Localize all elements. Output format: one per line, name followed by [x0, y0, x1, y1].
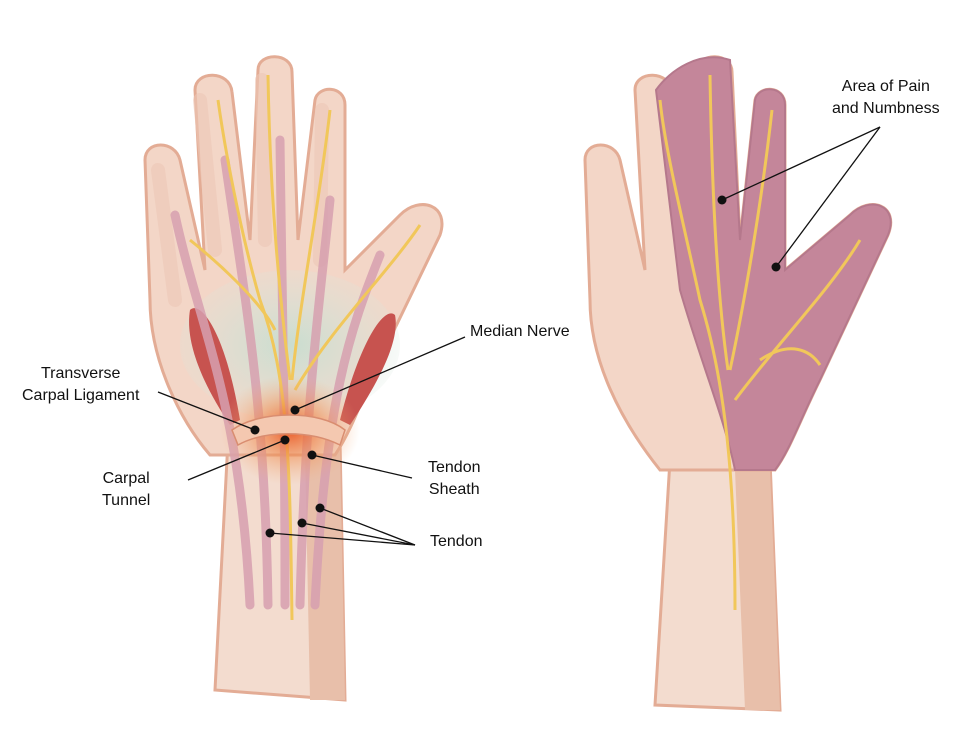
label-tendon: Tendon — [430, 533, 483, 550]
label-transverse-carpal-ligament: Transverse Carpal Ligament — [22, 363, 139, 407]
label-carpal-tunnel: Carpal Tunnel — [102, 468, 150, 512]
tendons — [170, 135, 385, 610]
nerves-right — [658, 74, 862, 611]
marker-dots — [250, 195, 781, 538]
left-hand-anatomy — [143, 55, 444, 702]
label-line: Carpal Ligament — [22, 387, 140, 404]
label-tendon-sheath: Tendon Sheath — [428, 457, 481, 501]
label-line: Tendon — [428, 459, 481, 476]
label-line: Sheath — [428, 481, 480, 498]
right-hand-affected — [583, 55, 893, 712]
label-median-nerve: Median Nerve — [470, 323, 570, 340]
leader-lines — [157, 126, 881, 546]
transverse-carpal-ligament — [231, 414, 346, 447]
label-line: Tunnel — [102, 492, 151, 509]
nerves — [189, 74, 422, 621]
label-line: Area of Pain — [841, 78, 930, 95]
right-muscle — [340, 313, 396, 425]
label-line: Transverse — [40, 365, 121, 382]
label-line: Carpal — [102, 470, 150, 487]
label-area-of-pain: Area of Pain and Numbness — [832, 76, 940, 120]
label-line: and Numbness — [832, 100, 940, 117]
